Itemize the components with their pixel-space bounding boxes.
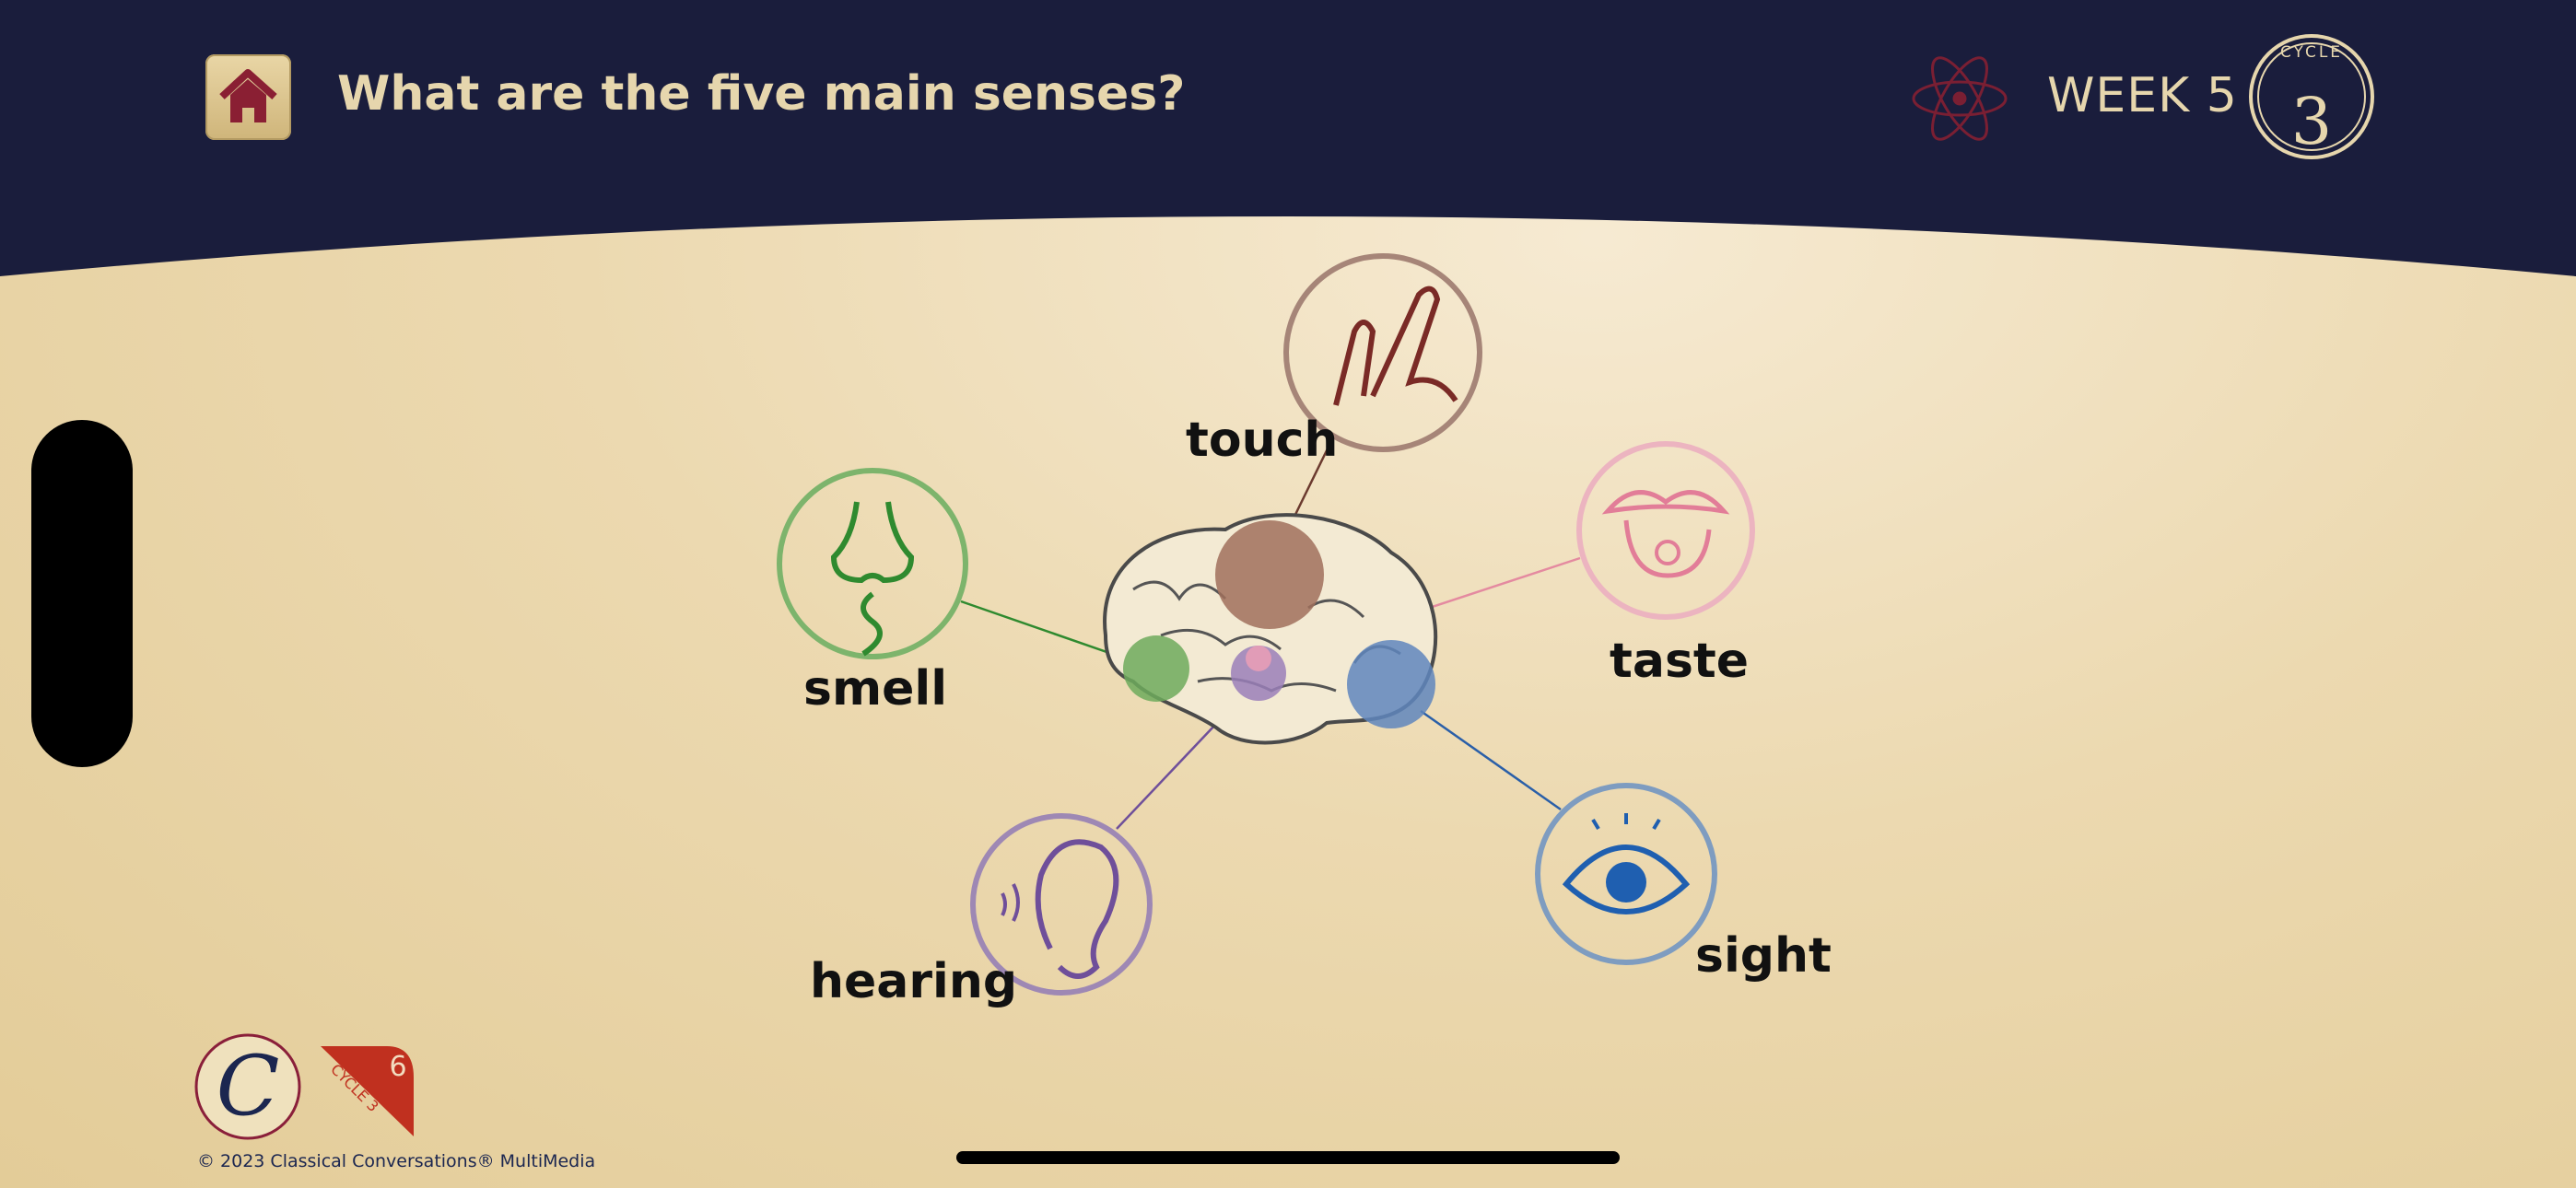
smell-line [960, 600, 1134, 663]
header-bar [0, 0, 2576, 276]
sight-label: sight [1695, 928, 1832, 984]
home-icon [219, 69, 277, 122]
touch-label: touch [1186, 413, 1339, 468]
week-label: WEEK 5 [2047, 68, 2238, 123]
svg-text:C: C [217, 1038, 280, 1135]
smell-label: smell [803, 661, 948, 716]
cycle-badge-number: 3 [2291, 84, 2333, 159]
cycle-tag[interactable]: 6 CYCLE 3 [321, 1046, 414, 1136]
home-button[interactable] [205, 54, 291, 140]
home-indicator[interactable] [956, 1151, 1620, 1164]
taste-icon[interactable] [1576, 441, 1755, 620]
cycle-badge-label: CYCLE [2280, 43, 2343, 62]
camera-cutout [31, 420, 133, 767]
touch-line [1288, 442, 1332, 527]
smell-icon[interactable] [777, 468, 968, 659]
sight-icon[interactable] [1535, 783, 1717, 965]
hearing-label: hearing [810, 954, 1018, 1009]
classical-conversations-logo[interactable]: C [194, 1033, 301, 1140]
sight-line [1420, 709, 1562, 811]
page-title: What are the five main senses? [337, 66, 1186, 122]
cycle-tag-number: 6 [389, 1051, 406, 1083]
atom-icon [1912, 56, 2008, 141]
taste-label: taste [1610, 634, 1750, 689]
copyright-text: © 2023 Classical Conversations® MultiMed… [197, 1151, 596, 1171]
brain-illustration [1103, 513, 1438, 745]
touch-icon[interactable] [1283, 253, 1482, 452]
cycle-3-badge: CYCLE 3 [2249, 34, 2374, 159]
hearing-icon[interactable] [970, 813, 1153, 996]
